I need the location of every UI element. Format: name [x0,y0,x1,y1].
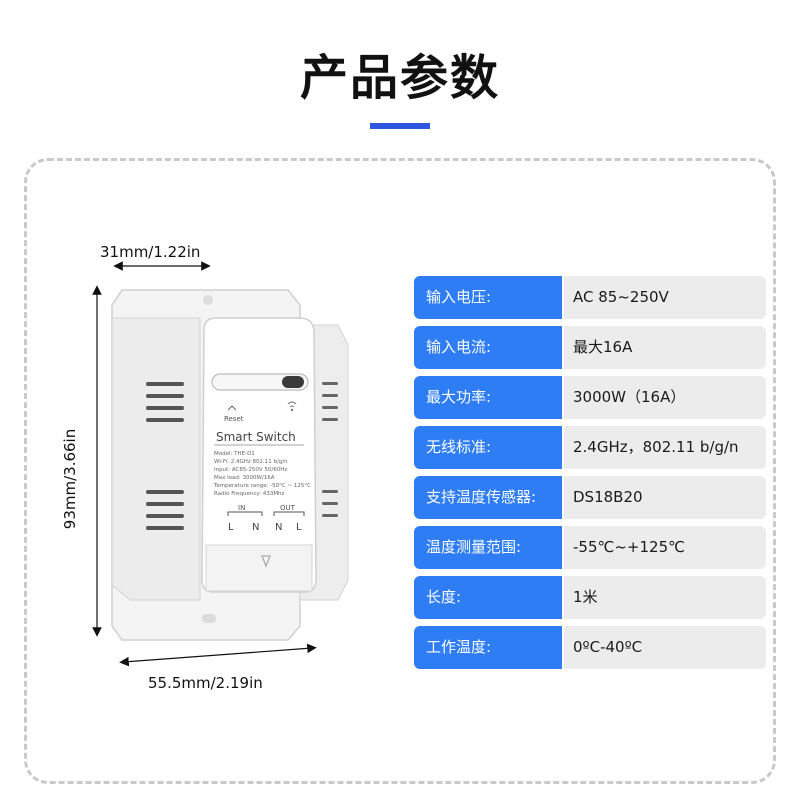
spec-row: 支持温度传感器: DS18B20 [414,476,766,519]
wifi-icon [287,401,297,408]
spec-value: 2.4GHz，802.11 b/g/n [564,426,766,469]
device-spec-line: Wi-Fi: 2.4GHz 802.11 b/g/n [214,459,288,465]
out-label: OUT [280,504,296,512]
bottom-terminal-cover [205,544,313,592]
reset-button [282,376,304,388]
device-spec-line: Radio Frequency: 433Mhz [214,491,285,497]
out-n-label: N [275,522,282,533]
right-vents [322,382,338,517]
device-spec-line: Max load: 3000W/16A [214,475,275,481]
page-title: 产品参数 [299,50,500,106]
spec-label: 长度: [414,576,562,619]
side-panel-left [111,317,201,601]
spec-row: 输入电压: AC 85~250V [414,276,766,319]
spec-label: 输入电压: [414,276,562,319]
device-spec-line: Temperature range: -50°C ~ 125°C [213,483,311,489]
mount-hole-top [203,295,213,305]
spec-value: AC 85~250V [564,276,766,319]
left-vents [146,382,184,530]
out-bracket [273,511,305,516]
in-label: IN [238,504,245,512]
product-card [24,158,776,784]
in-n-label: N [252,522,259,533]
spec-value: 3000W（16A） [564,376,766,419]
in-bracket [227,511,263,516]
spec-label: 输入电流: [414,326,562,369]
terminal-mark [261,555,271,568]
width-arrow [119,643,317,667]
device-brand: Smart Switch [216,430,296,444]
width-dimension: 55.5mm/2.19in [148,674,263,692]
spec-label: 温度测量范围: [414,526,562,569]
spec-row: 最大功率: 3000W（16A） [414,376,766,419]
spec-row: 长度: 1米 [414,576,766,619]
spec-value: DS18B20 [564,476,766,519]
spec-value: 1米 [564,576,766,619]
device-spec-line: Input: AC85-250V 50/60Hz [214,467,287,473]
spec-label: 支持温度传感器: [414,476,562,519]
spec-value: -55℃~+125℃ [564,526,766,569]
in-l-label: L [228,522,234,533]
spec-row: 温度测量范围: -55℃~+125℃ [414,526,766,569]
reset-label: Reset [224,415,244,423]
spec-label: 无线标准: [414,426,562,469]
depth-dimension: 31mm/1.22in [100,243,201,261]
reset-arrow-icon [227,405,237,411]
device-spec-line: Model: THE-D1 [214,451,255,457]
out-l-label: L [296,522,302,533]
height-dimension: 93mm/3.66in [61,428,79,530]
spec-label: 工作温度: [414,626,562,669]
spec-value: 最大16A [564,326,766,369]
spec-row: 输入电流: 最大16A [414,326,766,369]
spec-label: 最大功率: [414,376,562,419]
spec-value: 0ºC-40ºC [564,626,766,669]
title-underline [370,123,430,129]
mount-slot-bottom [202,614,216,623]
spec-table: 输入电压: AC 85~250V 输入电流: 最大16A 最大功率: 3000W… [414,276,766,676]
spec-row: 无线标准: 2.4GHz，802.11 b/g/n [414,426,766,469]
spec-row: 工作温度: 0ºC-40ºC [414,626,766,669]
